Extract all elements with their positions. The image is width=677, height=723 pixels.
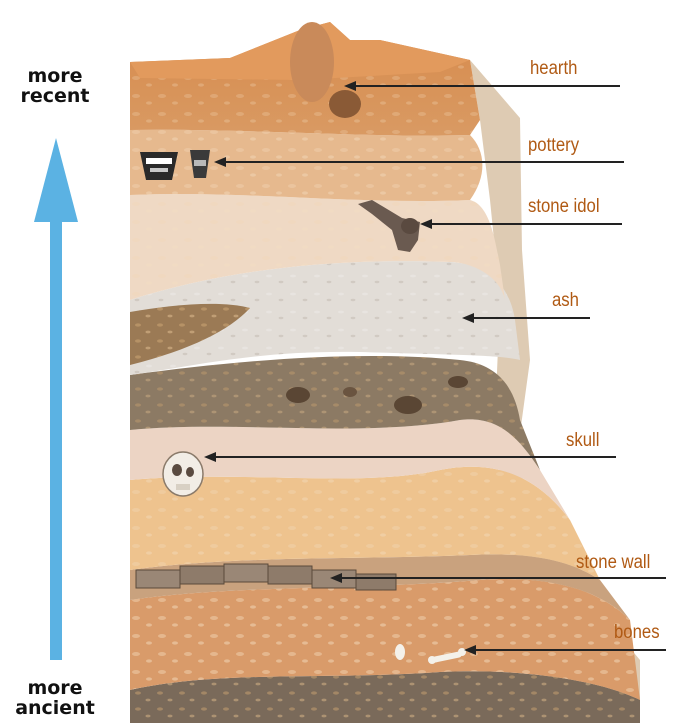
label-ash: ash (552, 290, 579, 312)
skull-artifact (163, 452, 203, 496)
stone-4 (343, 387, 357, 397)
hearth-stones (329, 90, 361, 118)
more-recent-label: more recent (0, 66, 110, 106)
label-stone-idol: stone idol (528, 196, 600, 218)
more-ancient-line-2: ancient (0, 698, 110, 718)
label-stone-wall: stone wall (576, 552, 650, 574)
label-hearth: hearth (530, 58, 577, 80)
time-arrow (34, 138, 78, 660)
more-ancient-label: more ancient (0, 678, 110, 718)
label-skull: skull (566, 430, 599, 452)
more-recent-line-1: more (0, 66, 110, 86)
stone-3 (448, 376, 468, 388)
time-arrow-head (34, 138, 78, 222)
label-pottery: pottery (528, 135, 579, 157)
layer-pottery-texture (130, 130, 482, 201)
more-recent-line-2: recent (0, 86, 110, 106)
hearth-mound (290, 22, 334, 102)
stone-1 (286, 387, 310, 403)
label-bones: bones (614, 622, 660, 644)
stone-2 (394, 396, 422, 414)
more-ancient-line-1: more (0, 678, 110, 698)
time-arrow-shaft (50, 200, 62, 660)
